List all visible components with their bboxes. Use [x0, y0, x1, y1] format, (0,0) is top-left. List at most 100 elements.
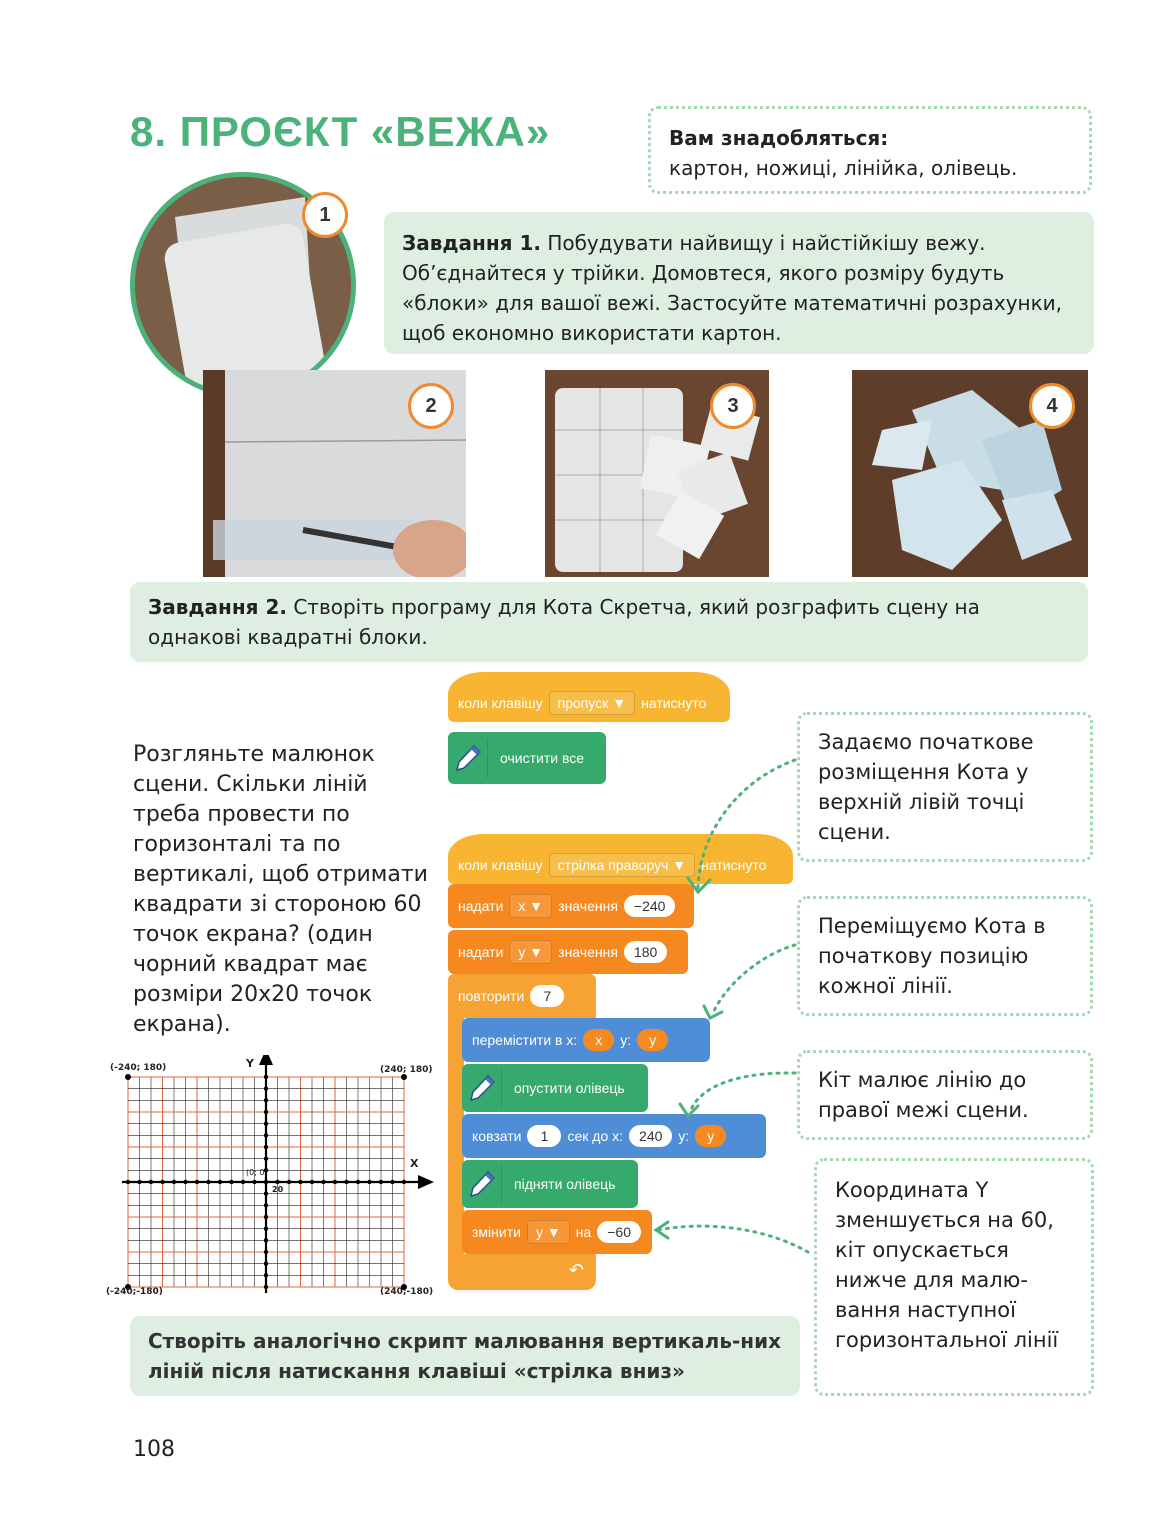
var-dropdown-y[interactable]: y ▼	[509, 940, 553, 964]
glide-y-reporter[interactable]: y	[695, 1125, 727, 1147]
step-badge-1: 1	[302, 192, 348, 238]
materials-heading: Вам знадобляться:	[669, 126, 889, 150]
y-axis-arrow-icon	[259, 1049, 273, 1065]
block-clear-all[interactable]: очистити все	[448, 732, 606, 784]
repeat-count-input[interactable]: 7	[530, 985, 565, 1007]
axis-tick-dot	[263, 1203, 269, 1208]
axis-tick-dot	[252, 1179, 257, 1185]
key-dropdown-right-arrow[interactable]: стрілка праворуч ▼	[548, 853, 696, 877]
pen-icon	[448, 738, 488, 778]
to-label-2: значення	[558, 944, 618, 960]
step-badge-2: 2	[408, 383, 454, 429]
goto-label: перемістити в x:	[472, 1032, 578, 1048]
block-pressed-label-2: натиснуто	[701, 857, 767, 873]
var-dropdown-y-2[interactable]: y ▼	[526, 1220, 570, 1244]
var-dropdown-x[interactable]: x ▼	[509, 894, 553, 918]
goto-y-reporter[interactable]: y	[637, 1029, 669, 1051]
set-label: надати	[458, 898, 504, 914]
axis-tick-dot	[263, 1156, 269, 1161]
pen-up-label: підняти олівець	[514, 1176, 616, 1192]
block-goto-xy[interactable]: перемістити в x: x y: y	[462, 1018, 710, 1062]
axis-tick-dot	[148, 1179, 154, 1185]
axis-tick-dot	[263, 1191, 269, 1196]
block-change-y[interactable]: змінити y ▼ на −60	[462, 1210, 652, 1254]
change-value-input[interactable]: −60	[597, 1221, 641, 1243]
set-y-value-input[interactable]: 180	[623, 941, 668, 963]
axis-tick-dot	[263, 1144, 269, 1150]
block-pen-up[interactable]: підняти олівець	[462, 1160, 638, 1208]
block-pen-down[interactable]: опустити олівець	[462, 1064, 648, 1112]
axis-tick-dot	[390, 1179, 395, 1185]
to-label: значення	[558, 898, 618, 914]
set-x-value-input[interactable]: −240	[623, 895, 676, 917]
axis-tick-dot	[275, 1179, 280, 1185]
note-draw-line: Кіт малює лінію до правої межі сцени.	[797, 1050, 1093, 1140]
axis-tick-dot	[378, 1179, 384, 1185]
step-badge-4: 4	[1029, 383, 1075, 429]
by-label: на	[575, 1224, 592, 1240]
axis-tick-dot	[321, 1179, 326, 1185]
pen-icon	[462, 1164, 502, 1204]
repeat-footer: ↶	[448, 1254, 596, 1290]
corner-dot	[125, 1074, 131, 1080]
glide-x-input[interactable]: 240	[629, 1125, 673, 1147]
axis-tick-dot	[263, 1249, 269, 1255]
axis-tick-dot	[344, 1179, 349, 1185]
axis-tick-dot	[194, 1179, 200, 1185]
block-clear-label: очистити все	[500, 750, 585, 766]
block-repeat[interactable]	[448, 974, 596, 1018]
axis-tick-dot	[309, 1179, 315, 1185]
block-glide[interactable]: ковзати 1 сек до x: 240 y: y	[462, 1114, 766, 1158]
block-set-x[interactable]: надати x ▼ значення −240	[448, 884, 694, 928]
axis-tick-dot	[125, 1179, 131, 1185]
note-move-to-line-start: Переміщуємо Кота в початкову позицію кож…	[797, 896, 1093, 1016]
corner-dot	[125, 1284, 131, 1290]
axis-tick-dot	[263, 1214, 269, 1220]
repeat-label: повторити	[458, 988, 525, 1004]
task-2-label: Завдання 2.	[148, 595, 287, 619]
axis-tick-dot	[206, 1179, 211, 1185]
glide-to-label: сек до x:	[567, 1128, 624, 1144]
repeat-row: повторити 7	[448, 974, 574, 1018]
glide-seconds-input[interactable]: 1	[527, 1125, 562, 1147]
note-initial-position: Задаємо початкове розміщення Кота у верх…	[797, 712, 1093, 862]
axis-tick-dot	[240, 1179, 246, 1185]
goto-y-label: y:	[620, 1032, 632, 1048]
materials-list: картон, ножиці, лінійка, олівець.	[669, 156, 1018, 180]
axis-tick-dot	[401, 1179, 407, 1185]
pen-icon	[462, 1068, 502, 1108]
origin-label: (0; 0)	[246, 1168, 268, 1177]
task-1-panel: Завдання 1. Побудувати найвищу і найстій…	[384, 212, 1094, 354]
axis-tick-dot	[263, 1284, 269, 1290]
pen-down-label: опустити олівець	[514, 1080, 625, 1096]
repeat-arm	[448, 1018, 464, 1254]
glide-y-label: y:	[678, 1128, 690, 1144]
block-when-right-arrow-pressed[interactable]: коли клавішу стрілка праворуч ▼ натиснут…	[448, 834, 793, 884]
page-number: 108	[133, 1437, 175, 1462]
axis-tick-dot	[183, 1179, 188, 1185]
axis-tick-dot	[263, 1109, 269, 1115]
block-when-label-2: коли клавішу	[458, 857, 543, 873]
axis-tick-dot	[332, 1179, 338, 1185]
axis-tick-dot	[298, 1179, 303, 1185]
corner-label-top-left: (-240; 180)	[110, 1063, 167, 1073]
step-badge-3: 3	[710, 383, 756, 429]
scratch-script: коли клавішу пропуск ▼ натиснуто очистит…	[440, 672, 800, 1302]
axis-tick-dot	[263, 1133, 269, 1138]
goto-x-reporter[interactable]: x	[583, 1029, 615, 1051]
axis-tick-dot	[263, 1168, 269, 1173]
block-when-space-pressed[interactable]: коли клавішу пропуск ▼ натиснуто	[448, 672, 730, 722]
stage-grid: (-240; 180) (240; 180) (-240;-180) (240;…	[100, 1049, 440, 1305]
photo-cut-squares	[545, 370, 769, 577]
task-1-text: Побудувати найвищу і найстійкішу вежу. О…	[402, 231, 1063, 345]
task-2-text: Створіть програму для Кота Скретча, який…	[148, 595, 980, 649]
block-set-y[interactable]: надати y ▼ значення 180	[448, 930, 688, 974]
key-dropdown-space[interactable]: пропуск ▼	[548, 691, 636, 715]
axis-tick-dot	[263, 1098, 269, 1103]
axis-tick-dot	[160, 1179, 165, 1185]
task-2-panel: Завдання 2. Створіть програму для Кота С…	[130, 582, 1088, 662]
page-title: 8. ПРОЄКТ «ВЕЖА»	[130, 108, 551, 155]
x-axis-arrow-icon	[418, 1175, 434, 1189]
corner-dot	[401, 1284, 407, 1290]
task-1-label: Завдання 1.	[402, 231, 541, 255]
